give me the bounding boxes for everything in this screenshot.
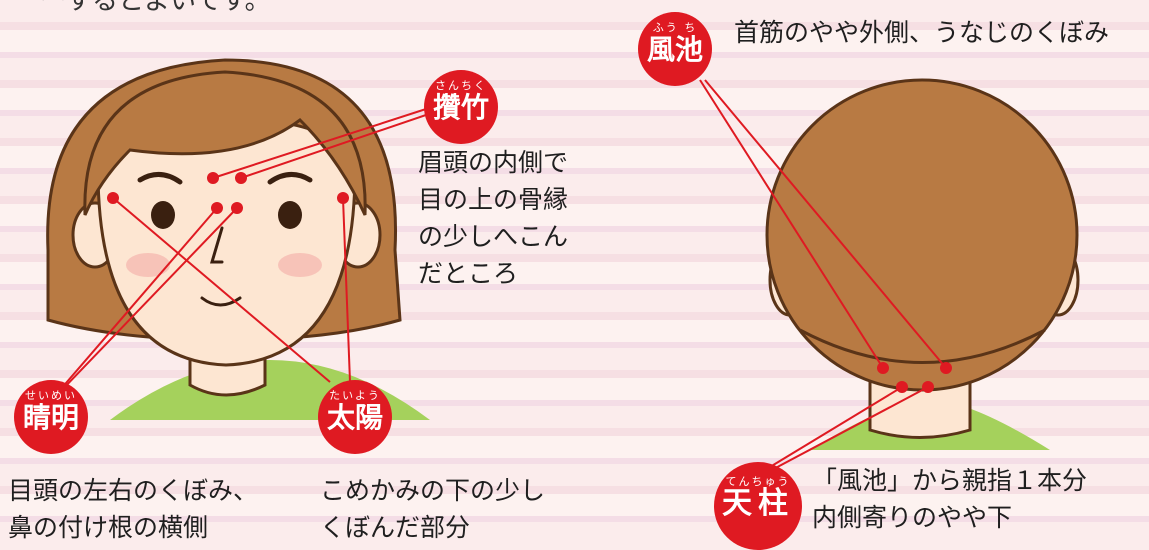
dot-sanchiku-right — [235, 172, 247, 184]
taiyou-description: こめかみの下の少し くぼんだ部分 — [320, 472, 545, 546]
fuuchi-description: 首筋のやや外側、うなじのくぼみ — [734, 14, 1109, 51]
sanchiku-desc-line-3: の少しへこん — [418, 222, 569, 251]
leader-lines — [59, 79, 947, 473]
seimei-description: 目頭の左右のくぼみ、 鼻の付け根の横側 — [8, 472, 258, 546]
dot-taiyou-left — [107, 192, 119, 204]
dot-seimei-left — [211, 202, 223, 214]
tenchuu-name: 天柱 — [722, 486, 794, 521]
fuuchi-badge: ふう ち 風池 — [638, 12, 712, 86]
sanchiku-desc-line-1: 眉頭の内側で — [418, 148, 569, 177]
seimei-desc-line-1: 目頭の左右のくぼみ、 — [8, 476, 259, 505]
dot-fuuchi-left — [877, 362, 889, 374]
sanchiku-ruby: さんちく — [435, 79, 487, 92]
back-head-illustration — [765, 78, 1080, 450]
back-hair — [765, 78, 1079, 392]
tenchuu-badge: てんちゅう 天柱 — [714, 462, 802, 550]
dot-sanchiku-left — [207, 172, 219, 184]
taiyou-badge: たいよう 太陽 — [318, 380, 392, 454]
sanchiku-description: 眉頭の内側で 目の上の骨縁 の少しへこん だところ — [418, 144, 568, 292]
sanchiku-name: 攢竹 — [432, 91, 489, 124]
sanchiku-desc-line-4: だところ — [418, 259, 519, 288]
dot-fuuchi-right — [940, 362, 952, 374]
front-left-eye — [151, 201, 175, 229]
front-right-brow — [267, 172, 313, 185]
fuuchi-ruby: ふう ち — [652, 21, 698, 34]
fuuchi-name: 風池 — [646, 33, 703, 66]
taiyou-name: 太陽 — [326, 401, 383, 434]
heading-fragment: ーするとよいです。 — [40, 0, 271, 16]
sanchiku-desc-line-2: 目の上の骨縁 — [418, 185, 569, 214]
dot-seimei-right — [231, 202, 243, 214]
front-left-brow — [137, 172, 183, 185]
dot-tenchuu-left — [896, 381, 908, 393]
fuuchi-desc-line-1: 首筋のやや外側、うなじのくぼみ — [734, 18, 1110, 47]
sanchiku-badge: さんちく 攢竹 — [424, 70, 498, 144]
dot-tenchuu-right — [922, 381, 934, 393]
tenchuu-description: 「風池」から親指１本分 内側寄りのやや下 — [812, 462, 1087, 536]
front-right-eye — [278, 201, 302, 229]
taiyou-ruby: たいよう — [329, 389, 381, 402]
dot-taiyou-right — [337, 192, 349, 204]
tenchuu-ruby: てんちゅう — [725, 475, 791, 488]
seimei-badge: せいめい 睛明 — [14, 380, 88, 454]
tenchuu-desc-line-2: 内側寄りのやや下 — [812, 503, 1013, 532]
front-head-illustration — [46, 58, 430, 420]
taiyou-desc-line-2: くぼんだ部分 — [320, 513, 471, 542]
tenchuu-desc-line-1: 「風池」から親指１本分 — [812, 466, 1088, 495]
front-nose — [209, 226, 224, 264]
front-bangs — [83, 70, 367, 216]
seimei-ruby: せいめい — [25, 389, 77, 402]
seimei-name: 睛明 — [22, 401, 79, 434]
taiyou-desc-line-1: こめかみの下の少し — [320, 476, 546, 505]
seimei-desc-line-2: 鼻の付け根の横側 — [8, 513, 209, 542]
front-mouth — [200, 296, 242, 307]
